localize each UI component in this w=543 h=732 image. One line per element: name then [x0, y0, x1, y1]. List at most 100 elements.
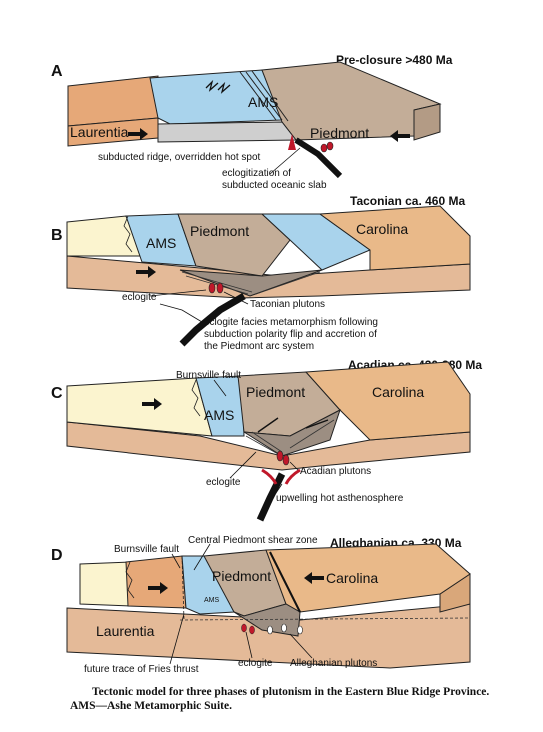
pluton-d3 — [267, 625, 273, 635]
leader-shear-d — [193, 543, 211, 571]
label-ridge-a: subducted ridge, overridden hot spot — [98, 152, 261, 163]
subducting-slab-b — [179, 292, 246, 347]
panel-a-title: Pre-closure >480 Ma — [336, 53, 453, 67]
label-eclog2-a: subducted oceanic slab — [222, 180, 327, 191]
label-plutons-c: Acadian plutons — [300, 466, 371, 477]
shear-zone-line-d — [269, 551, 301, 613]
leader-burnsville-c — [213, 379, 227, 397]
caption-line-2: AMS—Ashe Metamorphic Suite. — [70, 700, 232, 712]
label-piedmont-c: Piedmont — [246, 384, 305, 400]
pluton-d4 — [281, 623, 287, 633]
leader-plutons-d — [289, 633, 313, 659]
pluton-a1 — [320, 143, 328, 153]
pluton-c1 — [276, 450, 284, 462]
label-carolina-b: Carolina — [356, 221, 408, 237]
label-eclogite-b: eclogite — [122, 292, 157, 303]
laurentia-top-d — [79, 561, 131, 607]
ams-d — [181, 555, 235, 615]
hot-spot-a — [288, 134, 296, 150]
panel-a-letter: A — [51, 63, 63, 80]
piedmont-b — [177, 213, 291, 277]
wedge-b — [179, 269, 323, 297]
crust-d — [66, 603, 471, 669]
label-eclogite-c: eclogite — [206, 477, 241, 488]
pluton-b2 — [216, 282, 224, 294]
label-plutons-d: Alleghanian plutons — [290, 658, 377, 669]
arrow-left-a — [390, 130, 410, 142]
label-piedmont-d: Piedmont — [212, 568, 271, 584]
label-laurentia-a: Laurentia — [70, 124, 129, 140]
label-piedmont-b: Piedmont — [190, 223, 249, 239]
shear-lines-c — [245, 419, 335, 455]
crust-c — [66, 421, 471, 471]
leader-eclogite-c — [229, 451, 257, 479]
label-burnsville-d: Burnsville fault — [114, 544, 179, 555]
label-eclogite-d: eclogite — [238, 658, 273, 669]
panel-a: A Pre-closure >480 Ma Laurentia AMS Pied… — [51, 53, 453, 191]
subducting-slab-c — [256, 472, 286, 522]
label-ams-b: AMS — [146, 235, 176, 251]
label-carolina-d: Carolina — [326, 570, 378, 586]
leader-plutons-c — [289, 461, 299, 471]
caption-line-1: Tectonic model for three phases of pluto… — [92, 686, 490, 698]
oceanic-plate — [157, 121, 298, 143]
leader-eclogite-d — [245, 631, 253, 659]
pluton-d2 — [249, 625, 255, 635]
label-ams-a: AMS — [248, 94, 278, 110]
leader-meta-b — [159, 303, 203, 323]
arrow-left-d — [304, 572, 324, 584]
dashed-fault-d — [181, 555, 185, 621]
shear-lines-a — [239, 70, 289, 122]
dashed-line-d — [179, 617, 471, 621]
carolina-b — [318, 205, 471, 271]
label-ams-c: AMS — [204, 407, 234, 423]
arrow-right-b — [136, 266, 156, 278]
arrow-right-c — [142, 398, 162, 410]
label-eclog1-a: eclogitization of — [222, 168, 291, 179]
label-meta3-b: the Piedmont arc system — [204, 341, 314, 352]
label-piedmont-a: Piedmont — [310, 125, 369, 141]
panel-d-letter: D — [51, 547, 63, 564]
leader-fries-d — [169, 613, 185, 665]
jagged-edge-c — [191, 379, 201, 417]
label-upwelling-c: upwelling hot asthenosphere — [276, 493, 404, 504]
laurentia-block — [67, 75, 159, 127]
label-meta2-b: subduction polarity flip and accretion o… — [204, 329, 377, 340]
leader-plutons-b — [223, 291, 249, 305]
pluton-d5 — [297, 625, 303, 635]
jagged-edge-b — [123, 215, 133, 253]
ams-c — [195, 375, 245, 437]
pluton-c2 — [282, 454, 290, 466]
panel-b: B Taconian ca. 460 Ma AMS Piedmont Carol… — [51, 194, 471, 352]
label-burnsville-c: Burnsville fault — [176, 370, 241, 381]
half-arrows-c — [257, 417, 329, 433]
leader-eclogite-b — [149, 289, 207, 297]
panel-d: D Alleghanian ca. 330 Ma Burnsville faul… — [51, 535, 471, 675]
label-ams-d: AMS — [204, 597, 220, 604]
panel-c-letter: C — [51, 385, 63, 402]
label-meta1-b: eclogite facies metamorphism following — [204, 317, 378, 328]
panel-b-title: Taconian ca. 460 Ma — [350, 194, 465, 208]
label-carolina-c: Carolina — [372, 384, 424, 400]
laurentia-block-d — [125, 555, 187, 609]
pluton-d1 — [241, 623, 247, 633]
piedmont-side — [413, 103, 441, 141]
leader-upwelling-c — [273, 483, 283, 497]
pluton-b1 — [208, 282, 216, 294]
arrow-right-d — [148, 582, 168, 594]
arrow-right-a — [128, 128, 148, 140]
label-plutons-b: Taconian plutons — [250, 299, 325, 310]
leader-burnsville-d — [171, 553, 181, 569]
label-fries-d: future trace of Fries thrust — [84, 664, 199, 675]
shear-lines-b — [181, 271, 321, 295]
label-laurentia-d: Laurentia — [96, 623, 155, 639]
wedge-c — [243, 408, 341, 457]
jagged-edge-d — [125, 561, 135, 599]
fault-zigzag-a — [205, 79, 231, 94]
upwelling-arrows-c — [261, 468, 301, 485]
panel-c: C Acadian ca. 430-380 Ma Burnsville faul… — [51, 358, 482, 522]
subducting-slab-a — [294, 137, 343, 179]
label-shear-d: Central Piedmont shear zone — [188, 535, 318, 546]
leader-a — [269, 147, 301, 175]
